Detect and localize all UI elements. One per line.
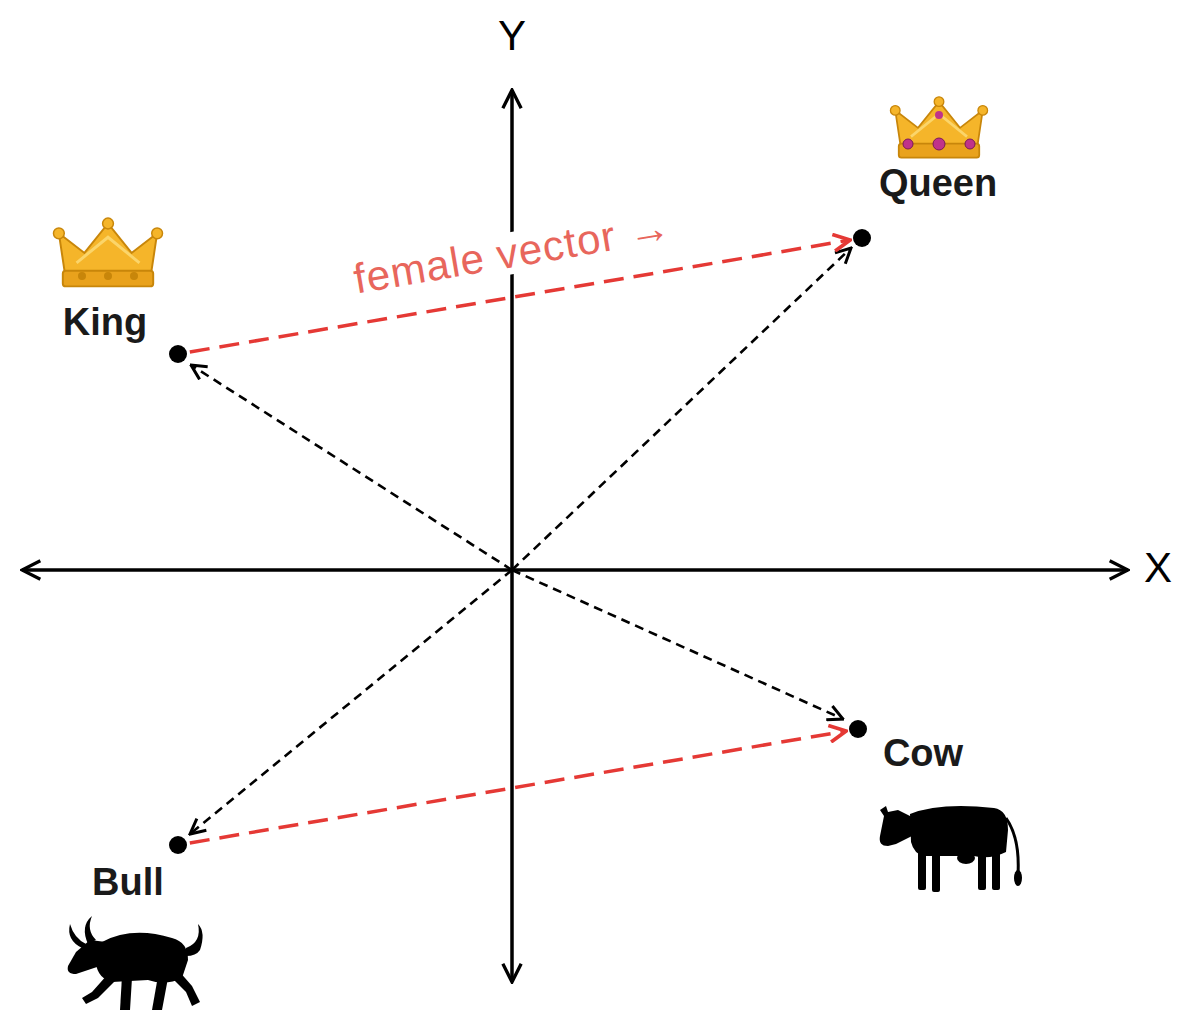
- vector-line: [190, 570, 512, 834]
- point-dot: Cow: [849, 720, 867, 738]
- crown-jewels: [903, 111, 975, 150]
- bull-silhouette: [68, 916, 203, 1010]
- point-dot: Queen: [853, 229, 871, 247]
- point-dot: Bull: [169, 836, 187, 854]
- cow-silhouette: [880, 806, 1022, 892]
- vector-arrow: [190, 731, 846, 843]
- vector-line: [512, 570, 843, 719]
- point-label: Bull: [92, 863, 164, 901]
- axis-label: X: [1144, 547, 1172, 589]
- vector-line: [191, 365, 512, 570]
- point-label: Queen: [879, 164, 997, 202]
- crown-icon: [53, 218, 162, 286]
- crown-jewels: [78, 272, 138, 280]
- point-label: Cow: [883, 734, 963, 772]
- axis-label: Y: [498, 15, 526, 57]
- vector-line: [512, 248, 851, 570]
- point-label: King: [63, 303, 147, 341]
- crown-icon: [890, 97, 987, 158]
- point-dot: King: [169, 345, 187, 363]
- x-axis: [22, 568, 1128, 572]
- y-axis: [510, 90, 514, 982]
